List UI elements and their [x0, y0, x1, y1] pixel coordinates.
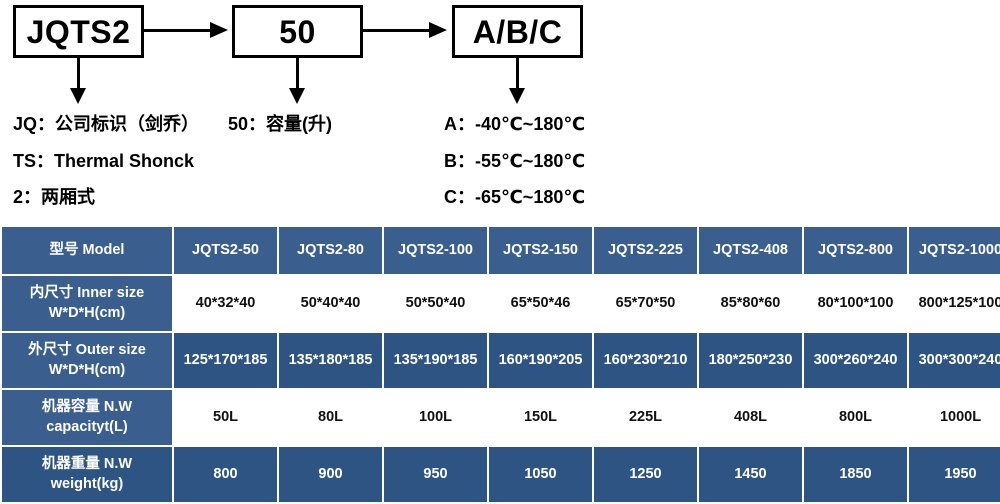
cell-outer-size-6: 300*260*240	[804, 333, 907, 388]
cell-inner-size-6: 80*100*100	[804, 276, 907, 331]
connector-line-2	[363, 29, 437, 32]
cell-inner-size-5: 85*80*60	[699, 276, 802, 331]
cell-weight-2: 950	[384, 447, 487, 502]
header-model-0: JQTS2-50	[174, 227, 277, 274]
cell-outer-size-7: 300*300*240	[909, 333, 1000, 388]
arrow-down-icon-2	[289, 88, 305, 104]
arrow-right-icon-1	[210, 22, 228, 38]
row-label-line2: W*D*H(cm)	[48, 304, 126, 321]
arrow-down-icon-1	[70, 88, 86, 104]
legend-company-identifier: JQ：公司标识（剑乔）	[13, 114, 200, 134]
cell-capacity-2: 100L	[384, 390, 487, 445]
cell-outer-size-0: 125*170*185	[174, 333, 277, 388]
header-model-5: JQTS2-408	[699, 227, 802, 274]
row-label-outer-size: 外尺寸 Outer size W*D*H(cm)	[2, 333, 172, 388]
row-label-weight: 机器重量 N.W weight(kg)	[2, 447, 172, 502]
cell-weight-3: 1050	[489, 447, 592, 502]
cell-inner-size-1: 50*40*40	[279, 276, 382, 331]
row-label-line1: 外尺寸 Outer size	[28, 341, 146, 358]
header-model-2: JQTS2-100	[384, 227, 487, 274]
header-model-4: JQTS2-225	[594, 227, 697, 274]
cell-weight-7: 1950	[909, 447, 1000, 502]
cell-inner-size-0: 40*32*40	[174, 276, 277, 331]
row-label-line2: capacityt(L)	[46, 418, 128, 435]
cell-capacity-3: 150L	[489, 390, 592, 445]
cell-weight-0: 800	[174, 447, 277, 502]
code-box-prefix: JQTS2	[13, 5, 144, 58]
row-label-line2: weight(kg)	[50, 475, 124, 492]
drop-line-3	[516, 58, 519, 91]
cell-capacity-6: 800L	[804, 390, 907, 445]
cell-outer-size-2: 135*190*185	[384, 333, 487, 388]
header-model-7: JQTS2-1000	[909, 227, 1000, 274]
cell-outer-size-4: 160*230*210	[594, 333, 697, 388]
legend-temperature-b: B：-55℃~180℃	[444, 151, 586, 171]
table-row: 机器容量 N.W capacityt(L) 50L 80L 100L 150L …	[2, 390, 1000, 445]
header-model-1: JQTS2-80	[279, 227, 382, 274]
cell-weight-1: 900	[279, 447, 382, 502]
arrow-right-icon-2	[429, 22, 447, 38]
cell-inner-size-3: 65*50*46	[489, 276, 592, 331]
cell-weight-5: 1450	[699, 447, 802, 502]
model-naming-diagram: JQTS2 50 A/B/C JQ：公司标识（剑乔） TS：Thermal Sh…	[0, 0, 1000, 215]
drop-line-1	[77, 58, 80, 91]
legend-temperature-c: C：-65℃~180℃	[444, 187, 586, 207]
legend-two-chamber: 2：两厢式	[13, 187, 96, 207]
row-label-line1: 内尺寸 Inner size	[29, 284, 145, 301]
cell-weight-6: 1850	[804, 447, 907, 502]
cell-weight-4: 1250	[594, 447, 697, 502]
legend-temperature-a: A：-40℃~180℃	[444, 114, 586, 134]
legend-thermal-shock: TS：Thermal Shonck	[13, 151, 195, 171]
cell-inner-size-7: 800*125*100	[909, 276, 1000, 331]
cell-outer-size-3: 160*190*205	[489, 333, 592, 388]
cell-capacity-5: 408L	[699, 390, 802, 445]
code-box-temperature: A/B/C	[452, 5, 583, 58]
header-model-6: JQTS2-800	[804, 227, 907, 274]
table-row: 内尺寸 Inner size W*D*H(cm) 40*32*40 50*40*…	[2, 276, 1000, 331]
row-label-inner-size: 内尺寸 Inner size W*D*H(cm)	[2, 276, 172, 331]
legend-capacity: 50：容量(升)	[228, 114, 333, 134]
cell-outer-size-5: 180*250*230	[699, 333, 802, 388]
table-row: 机器重量 N.W weight(kg) 800 900 950 1050 125…	[2, 447, 1000, 502]
table-header-row: 型号 Model JQTS2-50 JQTS2-80 JQTS2-100 JQT…	[2, 227, 1000, 274]
cell-capacity-0: 50L	[174, 390, 277, 445]
cell-outer-size-1: 135*180*185	[279, 333, 382, 388]
arrow-down-icon-3	[509, 88, 525, 104]
cell-capacity-7: 1000L	[909, 390, 1000, 445]
row-label-line2: W*D*H(cm)	[48, 361, 126, 378]
header-model-3: JQTS2-150	[489, 227, 592, 274]
table-row: 外尺寸 Outer size W*D*H(cm) 125*170*185 135…	[2, 333, 1000, 388]
cell-capacity-1: 80L	[279, 390, 382, 445]
row-label-line1: 机器重量 N.W	[41, 455, 133, 472]
code-box-volume: 50	[232, 5, 363, 58]
cell-inner-size-2: 50*50*40	[384, 276, 487, 331]
row-label-line1: 机器容量 N.W	[41, 398, 133, 415]
specification-table: 型号 Model JQTS2-50 JQTS2-80 JQTS2-100 JQT…	[0, 225, 1000, 504]
connector-line-1	[144, 29, 218, 32]
cell-capacity-4: 225L	[594, 390, 697, 445]
drop-line-2	[296, 58, 299, 91]
row-label-capacity: 机器容量 N.W capacityt(L)	[2, 390, 172, 445]
header-model-label: 型号 Model	[2, 227, 172, 274]
cell-inner-size-4: 65*70*50	[594, 276, 697, 331]
